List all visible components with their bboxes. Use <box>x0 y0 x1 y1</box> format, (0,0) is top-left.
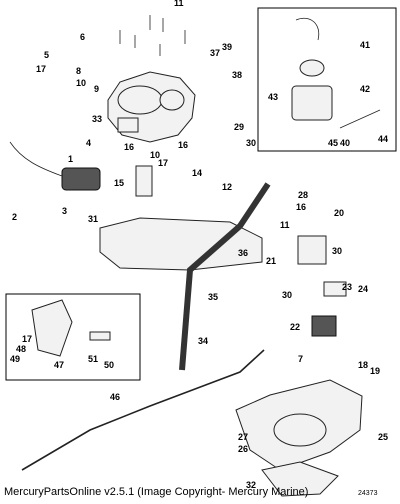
callout-24: 24 <box>358 284 368 294</box>
tube-34 <box>179 182 271 371</box>
callout-10: 10 <box>76 78 86 88</box>
harness-46 <box>21 349 265 471</box>
callout-15: 15 <box>114 178 124 188</box>
callout-38: 38 <box>232 70 242 80</box>
callout-16b: 16 <box>178 140 188 150</box>
callout-34: 34 <box>198 336 208 346</box>
callout-19: 19 <box>370 366 380 376</box>
callout-10b: 10 <box>150 150 160 160</box>
callout-50: 50 <box>104 360 114 370</box>
callout-31: 31 <box>88 214 98 224</box>
callout-5: 5 <box>44 50 49 60</box>
inset-linkage <box>31 299 111 357</box>
callout-18: 18 <box>358 360 368 370</box>
callout-17b: 17 <box>158 158 168 168</box>
callout-6: 6 <box>80 32 85 42</box>
spring-15 <box>135 165 153 197</box>
callout-36: 36 <box>238 248 248 258</box>
callout-35: 35 <box>208 292 218 302</box>
callout-14: 14 <box>192 168 202 178</box>
callout-22: 22 <box>290 322 300 332</box>
callout-25: 25 <box>378 432 388 442</box>
callout-17c: 17 <box>22 334 32 344</box>
inset-box-thermostat <box>257 7 397 152</box>
callout-12: 12 <box>222 182 232 192</box>
callout-3: 3 <box>62 206 67 216</box>
callout-26: 26 <box>238 444 248 454</box>
callout-27: 27 <box>238 432 248 442</box>
callout-11b: 11 <box>280 220 290 230</box>
callout-48: 48 <box>16 344 26 354</box>
carburetor <box>107 71 196 143</box>
callout-23: 23 <box>342 282 352 292</box>
inset-box-linkage <box>5 293 141 381</box>
callout-30b: 30 <box>332 246 342 256</box>
linkage-cluster <box>297 235 347 337</box>
callout-41: 41 <box>360 40 370 50</box>
callout-11: 11 <box>174 0 184 8</box>
callout-40: 40 <box>340 138 350 148</box>
callout-44: 44 <box>378 134 388 144</box>
callout-43: 43 <box>268 92 278 102</box>
callout-37: 37 <box>210 48 220 58</box>
footer-credit: MercuryPartsOnline v2.5.1 (Image Copyrig… <box>4 486 309 498</box>
thermostat-housing <box>291 17 381 129</box>
callout-51: 51 <box>88 354 98 364</box>
callout-30a: 30 <box>246 138 256 148</box>
callout-17: 17 <box>36 64 46 74</box>
screws-11 <box>119 15 186 56</box>
callout-30c: 30 <box>282 290 292 300</box>
callout-28: 28 <box>298 190 308 200</box>
callout-47: 47 <box>54 360 64 370</box>
callout-33: 33 <box>92 114 102 124</box>
callout-32: 32 <box>246 480 256 490</box>
callout-39: 39 <box>222 42 232 52</box>
callout-8: 8 <box>76 66 81 76</box>
callout-29: 29 <box>234 122 244 132</box>
callout-20: 20 <box>334 208 344 218</box>
solenoid-1 <box>9 141 101 191</box>
callout-45: 45 <box>328 138 338 148</box>
callout-16a: 16 <box>124 142 134 152</box>
callout-1: 1 <box>68 154 73 164</box>
callout-16c: 16 <box>296 202 306 212</box>
figure-number: 24373 <box>358 490 378 497</box>
callout-21: 21 <box>266 256 276 266</box>
callout-7: 7 <box>298 354 303 364</box>
callout-9: 9 <box>94 84 99 94</box>
callout-49: 49 <box>10 354 20 364</box>
callout-2: 2 <box>12 212 17 222</box>
gasket-31 <box>99 217 263 271</box>
throttle-body <box>235 379 363 471</box>
callout-46: 46 <box>110 392 120 402</box>
gasket-32 <box>261 461 339 497</box>
callout-4: 4 <box>86 138 91 148</box>
callout-42: 42 <box>360 84 370 94</box>
